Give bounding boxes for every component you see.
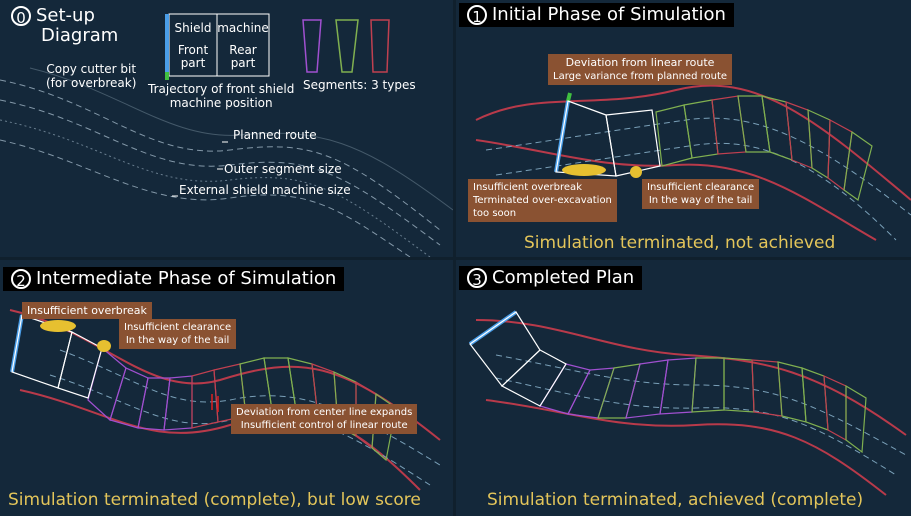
initial-segments xyxy=(655,95,873,201)
segment xyxy=(845,384,867,454)
overbreak-highlight xyxy=(40,320,76,332)
step-number: 0 xyxy=(11,6,31,27)
step-number: 2 xyxy=(11,269,31,290)
note-deviation-line2: Insufficient control of linear route xyxy=(240,420,408,431)
initial-route-drawing xyxy=(475,84,911,241)
completed-route-drawing xyxy=(468,310,907,496)
note-clearance-line1: Insufficient clearance xyxy=(124,322,232,333)
legend-front-part: Front part xyxy=(177,43,209,70)
segment xyxy=(723,357,755,413)
clearance-highlight xyxy=(97,340,111,352)
note-overbreak-line1: Insufficient overbreak xyxy=(473,182,582,193)
step-number: 1 xyxy=(467,5,487,26)
note-deviation-line1: Deviation from linear route xyxy=(565,56,715,69)
planned-route-label: Planned route xyxy=(233,128,317,142)
external-size-label: External shield machine size xyxy=(179,183,351,197)
note-overbreak-line2: Terminated over-excavation xyxy=(473,195,612,206)
setup-title-line2: Diagram xyxy=(41,25,119,46)
completed-result: Simulation terminated, achieved (complet… xyxy=(487,490,864,510)
note-overbreak-line3: too soon xyxy=(473,208,517,219)
note-clearance-line2: In the way of the tail xyxy=(125,335,230,346)
initial-result: Simulation terminated, not achieved xyxy=(524,233,836,253)
segment-type-purple xyxy=(302,19,322,73)
completed-title-text: Completed Plan xyxy=(492,267,635,288)
initial-title-text: Initial Phase of Simulation xyxy=(492,4,726,25)
note-deviation-line2: Large variance from planned route xyxy=(553,71,728,82)
legend-shield: Shield xyxy=(174,21,212,35)
segment xyxy=(109,367,149,429)
note-clearance: Insufficient clearance In the way of the … xyxy=(642,179,760,209)
segment-type-red xyxy=(370,19,390,73)
note-overbreak: Insufficient overbreak xyxy=(22,302,152,319)
segment xyxy=(843,130,873,201)
completed-segments xyxy=(539,357,867,454)
segment xyxy=(823,375,847,442)
clearance-highlight xyxy=(630,166,642,178)
segment-type-green xyxy=(335,19,359,73)
segment xyxy=(625,359,669,419)
legend-rear-part: Rear part xyxy=(229,43,257,70)
segment xyxy=(597,363,641,419)
trajectory-label: Trajectory of front shield machine posit… xyxy=(148,82,295,110)
intermediate-title-text: Intermediate Phase of Simulation xyxy=(36,268,337,289)
step-number: 3 xyxy=(467,268,487,289)
note-deviation-line1: Deviation from center line expands xyxy=(236,407,413,418)
copy-cutter-label: Copy cutter bit (for overbreak) xyxy=(46,62,137,90)
setup-route-drawing xyxy=(0,13,453,257)
segment xyxy=(737,95,771,153)
segment xyxy=(655,104,693,167)
segments-label: Segments: 3 types xyxy=(303,78,416,92)
overbreak-highlight xyxy=(562,164,606,176)
note-clearance-line2: In the way of the tail xyxy=(648,195,753,206)
note-clearance: Insufficient clearance In the way of the … xyxy=(119,319,237,349)
segment xyxy=(711,95,747,155)
outer-segment-label: Outer segment size xyxy=(224,162,342,176)
setup-title-line1: Set-up xyxy=(36,5,95,26)
intermediate-route-drawing xyxy=(9,309,441,491)
intermediate-result: Simulation terminated (complete), but lo… xyxy=(8,490,421,510)
note-clearance-line1: Insufficient clearance xyxy=(647,182,755,193)
segment xyxy=(567,367,615,419)
segment xyxy=(659,357,697,415)
legend-machine: machine xyxy=(217,21,269,35)
